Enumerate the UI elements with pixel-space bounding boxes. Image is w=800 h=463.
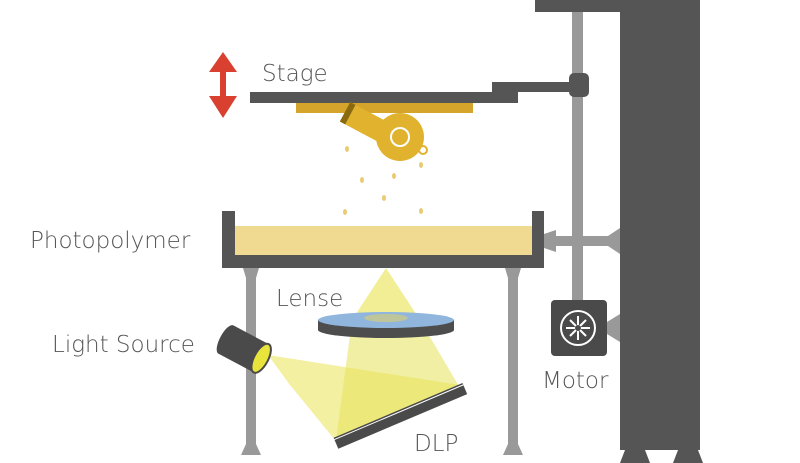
up-down-arrow-icon bbox=[209, 52, 237, 118]
lens bbox=[318, 312, 454, 338]
label-stage: Stage bbox=[262, 61, 328, 87]
stage-platform bbox=[250, 73, 589, 113]
label-dlp: DLP bbox=[414, 431, 458, 457]
motor bbox=[551, 300, 620, 356]
fan-icon bbox=[560, 310, 596, 346]
light-beams bbox=[268, 268, 460, 440]
label-light-source: Light Source bbox=[52, 332, 195, 358]
resin-vat bbox=[222, 211, 544, 268]
label-photopolymer: Photopolymer bbox=[30, 228, 191, 254]
tower bbox=[535, 0, 703, 463]
whistle-print bbox=[339, 102, 428, 215]
light-source bbox=[216, 325, 272, 374]
dlp-chip bbox=[333, 383, 468, 449]
label-lense: Lense bbox=[276, 286, 343, 312]
vat-connector bbox=[544, 228, 620, 254]
label-motor: Motor bbox=[542, 368, 609, 394]
